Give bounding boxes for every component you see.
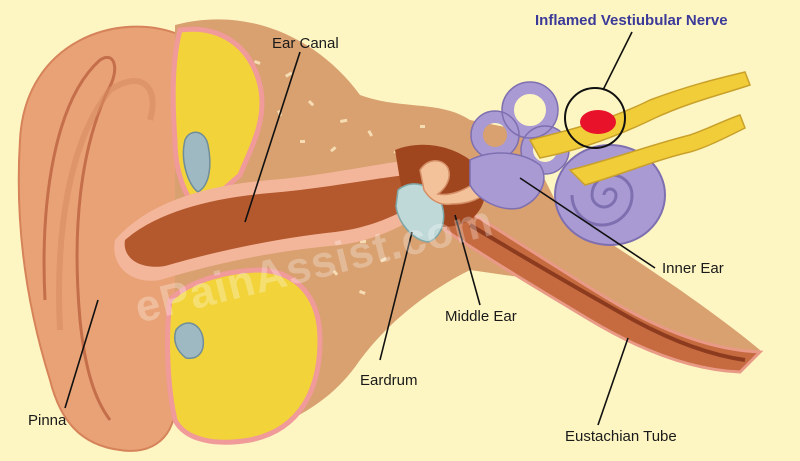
pointer-middle-ear — [454, 214, 481, 306]
pointer-inflamed-nerve — [602, 31, 633, 91]
inflammation-circle — [564, 87, 626, 149]
pointer-pinna — [64, 299, 99, 409]
lower-cartilage — [165, 267, 323, 445]
vestibule — [469, 152, 545, 210]
pointer-lines — [64, 31, 656, 426]
label-inflamed-nerve: Inflamed Vestiubular Nerve — [535, 12, 728, 29]
label-inner-ear: Inner Ear — [662, 260, 724, 277]
label-middle-ear: Middle Ear — [445, 308, 517, 325]
pointer-eardrum — [379, 231, 413, 361]
ear-canal-inner — [124, 175, 430, 267]
pointer-eustachian-tube — [597, 337, 629, 426]
cochlear-nerve — [568, 114, 746, 186]
eustachian-tube — [443, 197, 764, 374]
label-pinna: Pinna — [28, 412, 67, 429]
label-eustachian-tube: Eustachian Tube — [565, 428, 677, 445]
eustachian-tube-lumen — [468, 223, 746, 362]
inflammation-spot — [580, 110, 616, 134]
label-eardrum: Eardrum — [360, 372, 418, 389]
lower-fluid — [174, 322, 205, 360]
label-ear-canal: Ear Canal — [272, 35, 339, 52]
pointer-ear-canal — [244, 51, 301, 223]
upper-fluid — [182, 131, 211, 193]
pointer-inner-ear — [519, 177, 656, 269]
pinna-inner — [56, 78, 156, 331]
